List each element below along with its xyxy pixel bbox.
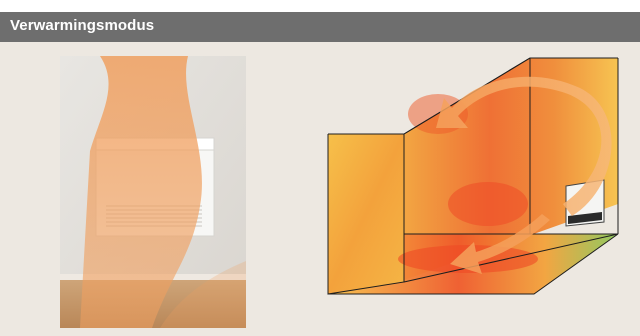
unit-photo xyxy=(60,56,246,328)
heat-distribution-diagram xyxy=(318,54,628,304)
header-bar: Verwarmingsmodus xyxy=(0,12,640,42)
header: Verwarmingsmodus xyxy=(0,0,640,42)
page-title: Verwarmingsmodus xyxy=(10,17,154,34)
room-heat-map xyxy=(318,54,628,304)
unit-photo-illustration xyxy=(60,56,246,328)
